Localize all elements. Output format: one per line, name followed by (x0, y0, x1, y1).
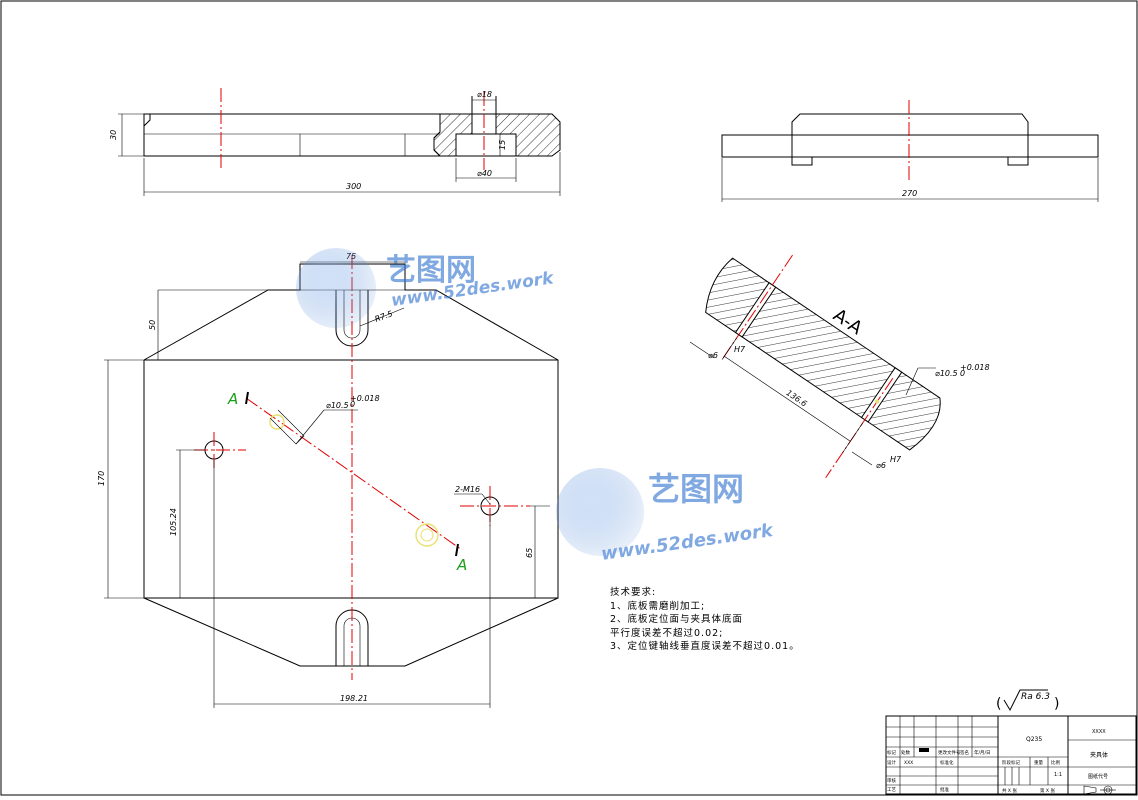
section-view-aa: 136.6 (705, 254, 941, 479)
title-sheet-no: 第 X 张 (1040, 787, 1055, 794)
title-stage-label: 阶段标记 (1002, 759, 1020, 766)
dim-offset-105: 105.24 (169, 508, 178, 536)
title-weight-label: 重量 (1034, 759, 1043, 766)
watermark-title-2: 艺图网 (648, 470, 744, 508)
section-hole-left: ⌀6 (708, 351, 718, 360)
section-hole-right: ⌀6 (876, 461, 886, 470)
pin-hole-upper (269, 414, 285, 430)
tech-req-item-1: 1、底板需磨削加工; (610, 600, 706, 612)
dim-height-30: 30 (109, 130, 118, 140)
pin-hole-lower (415, 523, 439, 547)
section-pin-tol-lower: 0 (960, 369, 965, 378)
watermark-globe-icon (296, 248, 376, 328)
dim-spacing-198: 198.21 (340, 694, 368, 703)
title-designer: XXX (904, 760, 913, 766)
section-hole-left-tol: H7 (734, 345, 746, 354)
tech-req-item-4: 3、定位键轴线垂直度误差不超过0.01。 (610, 641, 800, 652)
title-process-label: 工艺 (887, 787, 896, 793)
title-scale: 1:1 (1054, 772, 1062, 778)
title-sheets-total: 共 X 张 (1002, 787, 1017, 794)
technical-requirements: 技术要求: 1、底板需磨削加工; 2、底板定位面与夹具体底面 平行度误差不超过0… (610, 586, 800, 654)
tech-req-heading: 技术要求: (610, 587, 657, 598)
section-marker-bottom: A (456, 556, 467, 574)
title-scale-label: 比例 (1051, 759, 1060, 766)
title-block: Q235 XXXX 夹具体 图纸代号 1:1 标记 处数 更改文件号 签名 年/… (885, 715, 1137, 795)
svg-text:(: ( (996, 696, 1001, 712)
projection-symbol-icon (1083, 785, 1116, 795)
dim-pin-tol-upper: +0.018 (350, 394, 380, 403)
dim-pin-hole: ⌀10.5 (326, 401, 349, 410)
surface-roughness-value: Ra 6.3 (1021, 692, 1050, 702)
tech-req-item-2: 2、底板定位面与夹具体底面 (610, 614, 744, 625)
title-label-date: 年/月/日 (974, 749, 991, 756)
title-standardize-label: 标准化 (940, 759, 954, 766)
title-review-label: 审核 (887, 777, 896, 784)
svg-text:): ) (1054, 696, 1059, 712)
title-label-file: 更改文件号 (938, 749, 961, 756)
section-pin-tol-upper: +0.018 (960, 363, 990, 372)
title-label-count: 处数 (901, 749, 910, 756)
title-company: XXXX (1092, 729, 1106, 735)
title-designer-label: 设计 (887, 759, 896, 766)
title-material: Q235 (1026, 736, 1042, 743)
dim-radius-7-5: R7.5 (374, 309, 394, 324)
section-pin-hole: ⌀10.5 (935, 369, 958, 378)
dim-offset-50: 50 (148, 320, 157, 330)
dim-section-length: 136.6 (785, 388, 809, 408)
dim-offset-65: 65 (525, 548, 534, 558)
dim-counterbore-40: ⌀40 (477, 169, 492, 178)
title-drawing-no-label: 图纸代号 (1088, 773, 1108, 780)
watermark-title: 艺图网 (386, 253, 476, 288)
section-hole-right-tol: H7 (890, 455, 902, 464)
title-label-sign: 签名 (960, 749, 969, 756)
dim-thread-m16: 2-M16 (455, 485, 480, 494)
title-label-mark: 标记 (887, 749, 896, 756)
dim-depth-15: 15 (498, 140, 507, 150)
dim-hole-18: ⌀18 (477, 90, 492, 99)
front-view: 30 300 ⌀18 ⌀40 15 (109, 88, 561, 196)
dim-height-170: 170 (97, 471, 106, 486)
dim-length-270: 270 (902, 189, 917, 198)
surface-finish-symbol: ( Ra 6.3 ) (996, 689, 1059, 712)
title-part-name: 夹具体 (1090, 751, 1108, 759)
watermark-2: 艺图网 www.52des.work (556, 468, 775, 565)
dim-pin-tol-lower: 0 (350, 400, 355, 409)
plan-view: A A 75 50 170 105.24 65 198.21 R7.5 2-M (97, 252, 559, 708)
title-approve-label: 批准 (940, 786, 949, 793)
watermark-1: 艺图网 www.52des.work (296, 248, 556, 328)
section-marker-top: A (227, 390, 238, 408)
section-line-a (245, 397, 463, 551)
dim-length-300: 300 (346, 182, 361, 191)
side-view: 270 (721, 100, 1099, 202)
watermark-globe-icon-2 (556, 468, 644, 556)
tech-req-item-3: 平行度误差不超过0.02; (610, 627, 724, 639)
